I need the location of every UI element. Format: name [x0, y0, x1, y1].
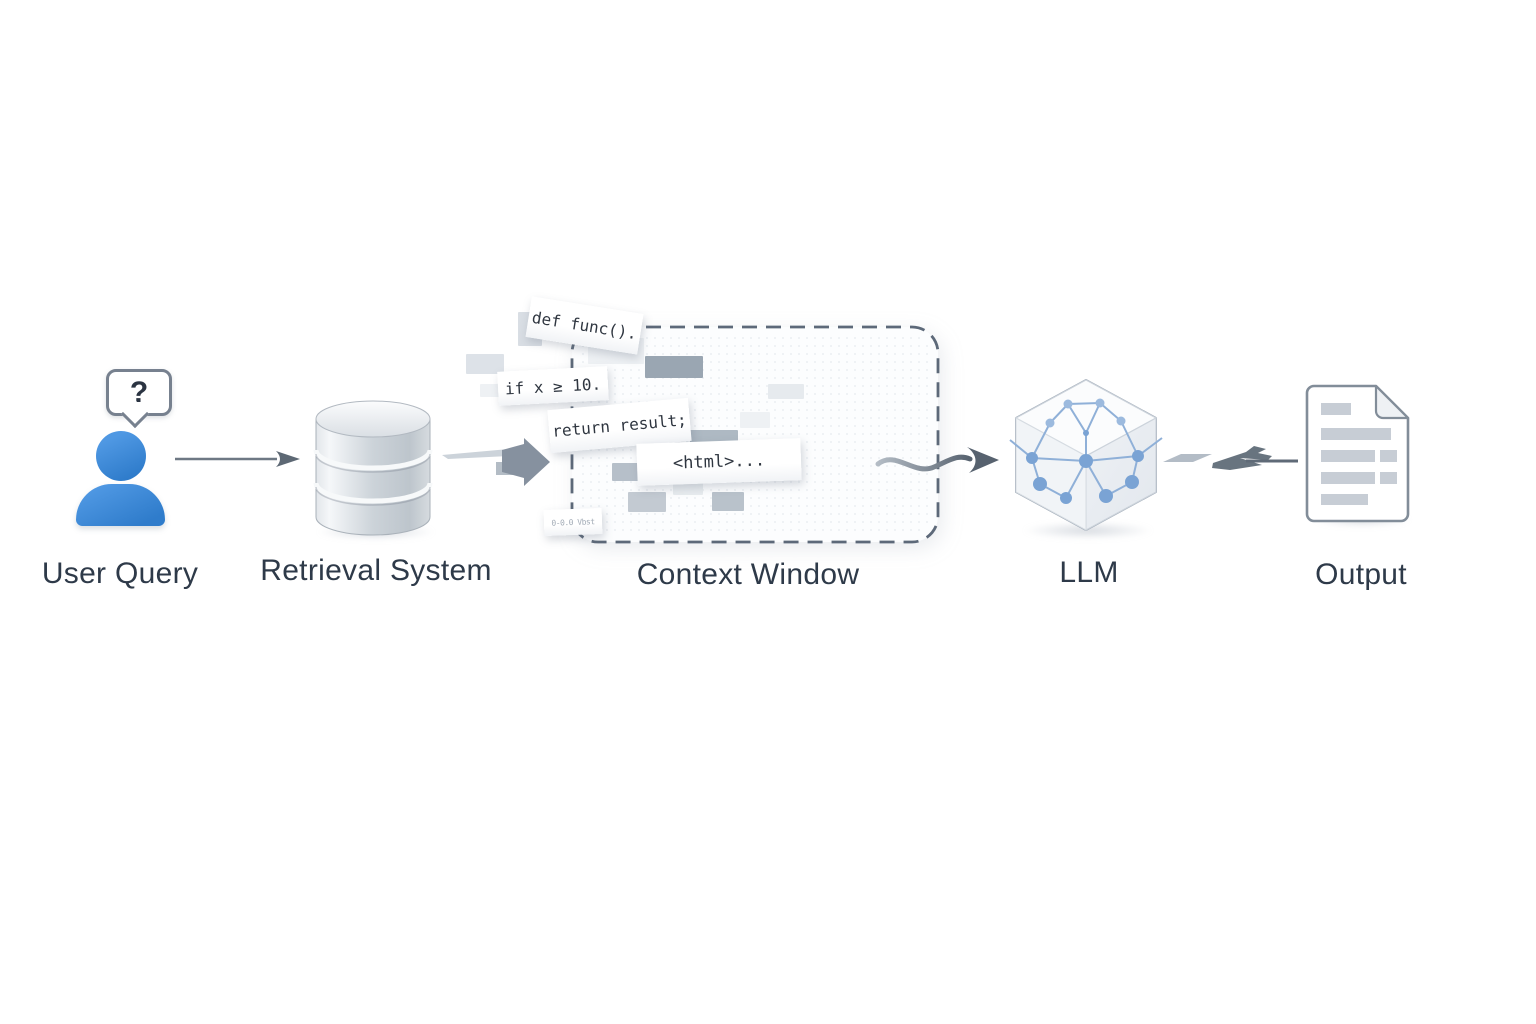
output-label: Output: [1315, 558, 1407, 591]
code-snippet-chip: <html>...: [636, 438, 802, 486]
snippet-text: def func().: [530, 307, 639, 344]
question-bubble-icon: ?: [106, 369, 172, 416]
question-glyph: ?: [129, 375, 149, 409]
snippet-text: return result;: [551, 410, 688, 441]
token-block: [673, 482, 703, 495]
document-icon: [1305, 384, 1410, 523]
database-icon: [313, 400, 433, 536]
person-body: [76, 484, 165, 526]
flow-arrow-icon: [175, 451, 300, 467]
token-block: [612, 463, 640, 481]
person-head: [96, 431, 146, 481]
token-block: [740, 412, 770, 428]
token-block: [466, 354, 504, 374]
token-block: [645, 356, 703, 378]
snippet-text: <html>...: [672, 450, 766, 474]
network-nodes: [1026, 398, 1144, 504]
output-arrow-icon: [1163, 446, 1298, 470]
user-query-label: User Query: [41, 557, 199, 590]
token-block: [712, 492, 744, 511]
token-block: [628, 492, 666, 512]
document-text-bars: [1321, 403, 1397, 505]
chunk-arrow-icon: [442, 438, 550, 486]
snippet-text: if x ≥ 10.: [504, 373, 602, 399]
llm-cube-icon: [1009, 379, 1163, 532]
snippet-text: 0-0.0 Vbst: [551, 516, 595, 528]
retrieval-system-label: Retrieval System: [260, 554, 492, 587]
code-snippet-chip: def func().: [525, 296, 644, 355]
wavy-arrow-icon: [875, 447, 999, 473]
code-snippet-chip: if x ≥ 10.: [497, 366, 609, 406]
llm-shadow: [1022, 522, 1154, 539]
code-snippet-chip: 0-0.0 Vbst: [543, 507, 603, 537]
llm-label: LLM: [1059, 556, 1119, 589]
context-window-label: Context Window: [636, 558, 860, 591]
token-block: [768, 384, 804, 399]
